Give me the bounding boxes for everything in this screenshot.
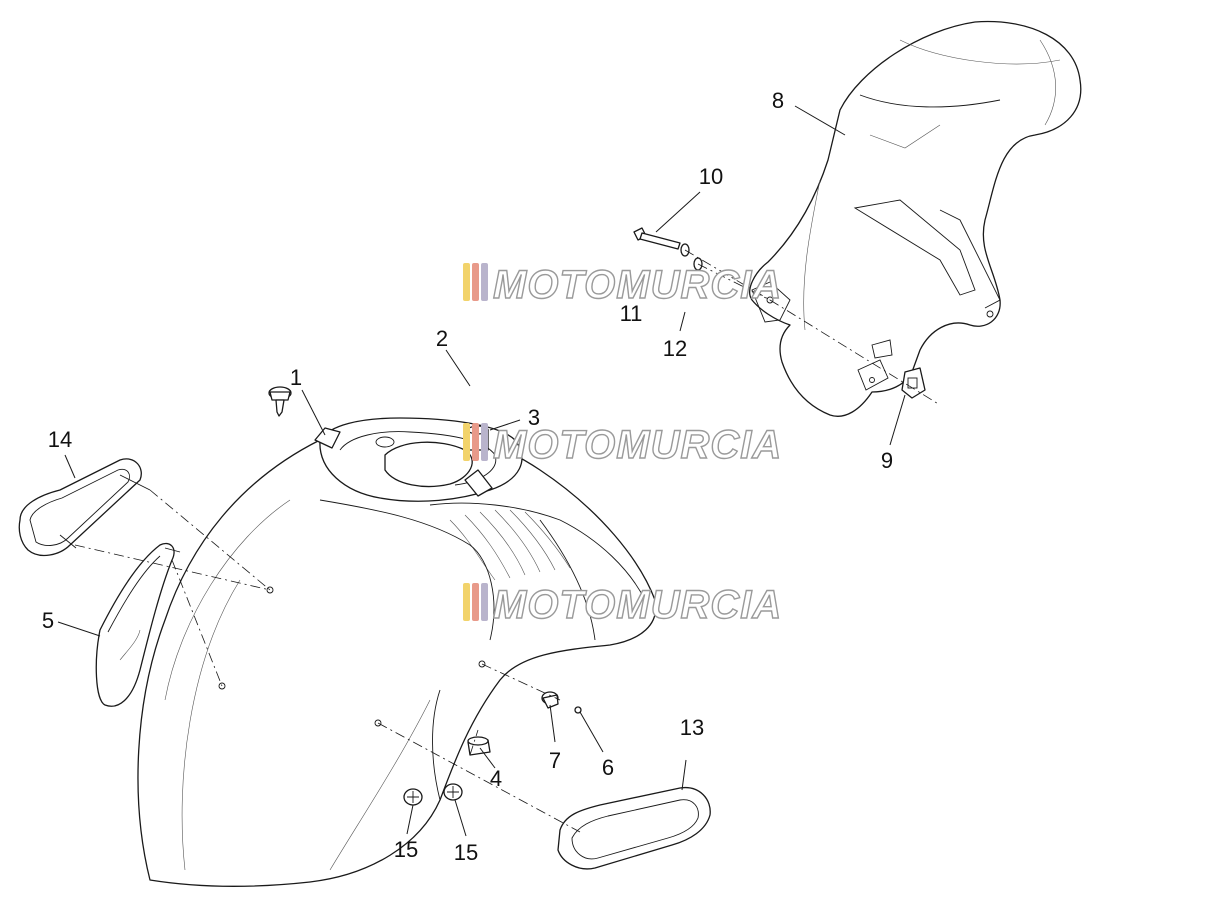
- leader-lines: [57, 105, 906, 837]
- callout-12: 12: [663, 336, 687, 361]
- watermark-text: MOTOMURCIA: [493, 583, 782, 627]
- part-8-rear-mudguard: [749, 20, 1082, 417]
- callout-5: 5: [42, 608, 54, 633]
- part-13-reflector-housing: [557, 787, 711, 870]
- part-7-cap: [541, 691, 559, 709]
- part-9-clip-nut: [901, 367, 926, 399]
- part-2-screw: [268, 386, 292, 417]
- part-10-bolt: [633, 227, 681, 250]
- part-5-reflector: [95, 542, 181, 707]
- callout-6: 6: [602, 755, 614, 780]
- callout-2: 2: [436, 326, 448, 351]
- callout-14: 14: [48, 427, 72, 452]
- part-15-fastener-b: [443, 783, 463, 801]
- callout-4: 4: [490, 766, 502, 791]
- callout-9: 9: [881, 448, 893, 473]
- watermark-text: MOTOMURCIA: [493, 263, 782, 307]
- watermark-text: MOTOMURCIA: [493, 423, 782, 467]
- part-4-grommet: [467, 736, 491, 756]
- callout-15b: 15: [454, 840, 478, 865]
- assembly-lines: [74, 249, 941, 833]
- watermark-3: MOTOMURCIA: [463, 582, 782, 628]
- callout-1: 1: [290, 365, 302, 390]
- callout-15a: 15: [394, 837, 418, 862]
- callout-10: 10: [699, 164, 723, 189]
- callout-labels: 1 2 3 4 5 6 7 8 9 10 11 12 13 14 15 15: [42, 88, 893, 865]
- callout-13: 13: [680, 715, 704, 740]
- part-15-fastener-a: [403, 788, 423, 806]
- part-1-front-mudguard: [137, 417, 657, 887]
- watermark-2: MOTOMURCIA: [463, 422, 782, 468]
- callout-11: 11: [620, 301, 643, 326]
- part-14-reflector-housing: [18, 458, 151, 557]
- callout-8: 8: [772, 88, 784, 113]
- watermark-1: MOTOMURCIA: [463, 262, 782, 308]
- part-6-small-screw: [574, 706, 582, 714]
- callout-3: 3: [528, 405, 540, 430]
- callout-7: 7: [549, 748, 561, 773]
